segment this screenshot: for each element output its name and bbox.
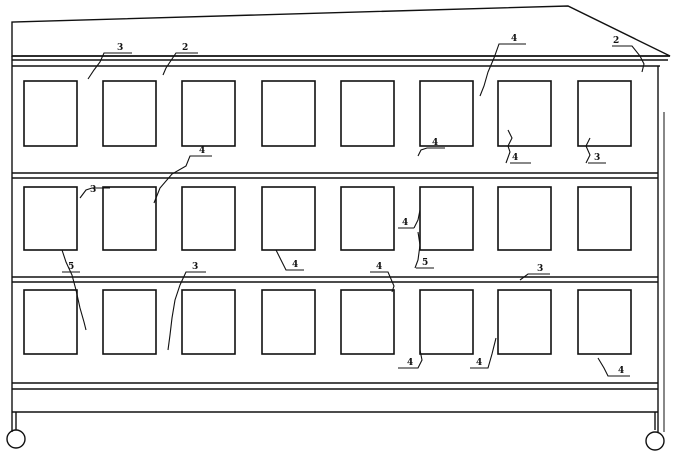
callout-label: 4 — [407, 358, 413, 368]
crack-line — [398, 209, 421, 229]
window — [577, 80, 632, 147]
window — [181, 80, 236, 147]
callout-label: 4 — [292, 260, 298, 270]
crack-line — [153, 155, 212, 204]
callout-label: 3 — [90, 185, 96, 195]
callout-label: 4 — [618, 366, 624, 376]
crack-line — [479, 43, 526, 97]
crack-line — [585, 137, 606, 164]
callout-label: 5 — [422, 258, 428, 268]
window — [419, 186, 474, 251]
window — [577, 289, 632, 355]
window — [102, 289, 157, 355]
crack-line — [61, 249, 87, 331]
crack-line — [417, 147, 445, 157]
window — [340, 289, 395, 355]
windows-group — [23, 80, 632, 355]
callout-label: 4 — [511, 34, 517, 44]
roof-outline — [11, 5, 671, 57]
crack-line — [79, 187, 110, 199]
window — [340, 186, 395, 251]
callout-label: 4 — [376, 262, 382, 272]
window — [261, 289, 316, 355]
window — [181, 186, 236, 251]
floor-belt-lower — [12, 276, 658, 283]
callout-label: 2 — [182, 43, 188, 53]
callout-label: 4 — [199, 146, 205, 156]
crack-line — [370, 271, 395, 293]
window — [261, 186, 316, 251]
window — [340, 80, 395, 147]
callout-label: 3 — [192, 262, 198, 272]
eave-band — [12, 55, 670, 67]
crack-line — [398, 349, 423, 369]
callout-label: 4 — [476, 358, 482, 368]
callout-label: 3 — [537, 264, 543, 274]
window — [497, 80, 552, 147]
crack-line — [162, 52, 198, 76]
crack-line — [519, 273, 550, 281]
crack-line — [612, 45, 645, 73]
callout-labels: 3 2 4 2 4 4 4 3 3 4 5 5 3 4 4 3 4 4 4 — [68, 34, 624, 376]
plinth — [12, 382, 658, 413]
crack-line — [414, 231, 434, 269]
floor-belt-upper — [12, 172, 658, 179]
callout-label: 4 — [512, 153, 518, 163]
callout-label: 4 — [432, 138, 438, 148]
window — [497, 186, 552, 251]
crack-line — [505, 129, 531, 164]
window — [419, 289, 474, 355]
crack-line — [597, 357, 630, 377]
window — [497, 289, 552, 355]
window — [102, 80, 157, 147]
window — [419, 80, 474, 147]
crack-line — [167, 271, 206, 351]
window — [577, 186, 632, 251]
callout-label: 3 — [117, 43, 123, 53]
window — [181, 289, 236, 355]
crack-line — [87, 52, 132, 80]
window — [23, 289, 78, 355]
crack-lines — [61, 43, 645, 377]
window — [23, 80, 78, 147]
window — [261, 80, 316, 147]
ground-marker-left — [6, 429, 26, 449]
crack-line — [275, 249, 304, 271]
callout-label: 2 — [613, 36, 619, 46]
callout-label: 3 — [594, 153, 600, 163]
callout-label: 5 — [68, 262, 74, 272]
callout-label: 4 — [402, 218, 408, 228]
window — [23, 186, 78, 251]
crack-line — [470, 337, 497, 369]
ground-marker-right — [645, 431, 665, 451]
window — [102, 186, 157, 251]
